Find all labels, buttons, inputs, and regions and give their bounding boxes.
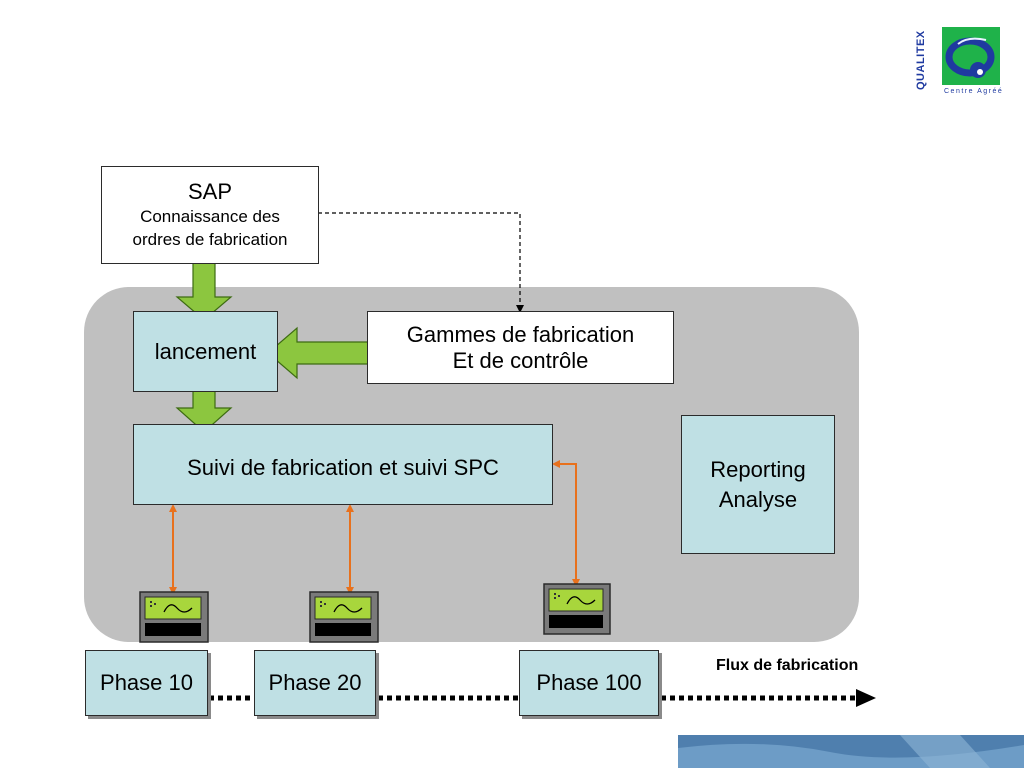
lancement-box: lancement	[133, 311, 278, 392]
gammes-box: Gammes de fabrication Et de contrôle	[367, 311, 674, 384]
lancement-label: lancement	[154, 338, 257, 364]
phase-label: Phase 20	[268, 670, 362, 695]
sap-box: SAP Connaissance des ordres de fabricati…	[101, 166, 319, 264]
sap-line-1: Connaissance des	[140, 207, 280, 226]
green-arrow-left-icon	[267, 326, 373, 380]
phase-10-box: Phase 10	[85, 650, 208, 716]
flow-arrowhead-icon	[856, 689, 876, 707]
decorative-photo-strip	[678, 735, 1024, 768]
orange-connector-phase-100	[552, 460, 580, 587]
flow-label: Flux de fabrication	[716, 657, 859, 674]
suivi-label: Suivi de fabrication et suivi SPC	[187, 455, 499, 480]
spc-terminal-icon	[543, 583, 611, 635]
dashed-connector-sap-gammes	[318, 212, 524, 313]
gammes-line-2: Et de contrôle	[452, 347, 589, 373]
reporting-line-2: Analyse	[718, 486, 798, 512]
phase-100-box: Phase 100	[519, 650, 659, 716]
reporting-line-1: Reporting	[710, 456, 806, 482]
spc-terminal-icon	[309, 591, 379, 643]
phase-20-box: Phase 20	[254, 650, 376, 716]
gammes-line-1: Gammes de fabrication	[406, 321, 635, 347]
spc-terminal-icon	[139, 591, 209, 643]
phase-label: Phase 10	[100, 670, 193, 695]
reporting-box: Reporting Analyse	[681, 415, 835, 554]
sap-title: SAP	[187, 179, 233, 204]
sap-line-2: ordres de fabrication	[132, 230, 288, 249]
logo-name: QUALITEX	[915, 30, 927, 90]
phase-label: Phase 100	[536, 670, 642, 695]
qualitex-logo	[942, 27, 1000, 85]
logo-subtitle: Centre Agréé	[944, 88, 1004, 95]
suivi-box: Suivi de fabrication et suivi SPC	[133, 424, 553, 505]
